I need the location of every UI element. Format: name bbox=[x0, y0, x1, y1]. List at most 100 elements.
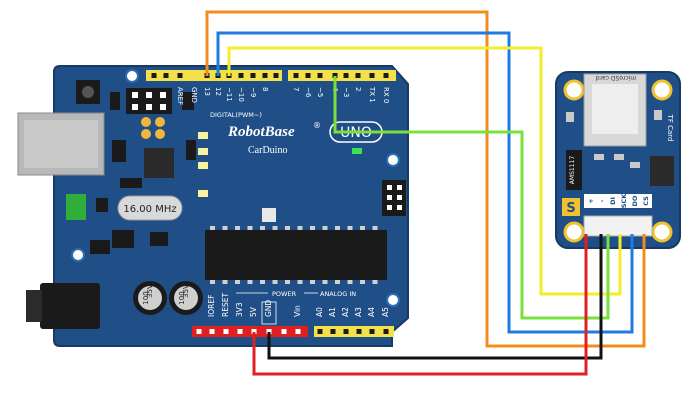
module-hole bbox=[563, 221, 585, 243]
header-hole bbox=[369, 329, 375, 334]
chip-pin bbox=[247, 280, 253, 284]
chip-pin bbox=[222, 280, 228, 284]
chip-pin bbox=[210, 226, 215, 230]
wire-blue bbox=[216, 31, 634, 334]
module-hole bbox=[651, 221, 673, 243]
module-hole bbox=[651, 79, 673, 101]
module-connector bbox=[583, 215, 653, 237]
module-hole bbox=[563, 79, 585, 101]
analog-header bbox=[314, 326, 394, 337]
digital-header-right bbox=[288, 70, 396, 81]
crystal bbox=[117, 195, 183, 221]
brand-name: RobotBase bbox=[227, 124, 295, 140]
header-hole bbox=[330, 329, 336, 334]
digital-pin-label: ~10 bbox=[237, 87, 245, 102]
analog-pin-label: A0 bbox=[315, 307, 324, 317]
header-hole bbox=[317, 329, 323, 334]
digital-pin-label: AREF bbox=[176, 87, 184, 105]
module-pin-label: CS bbox=[642, 196, 650, 206]
module-logo bbox=[562, 198, 580, 216]
power-pin-label: RESET bbox=[221, 293, 230, 317]
power-pin-label: GND bbox=[264, 300, 273, 317]
header-hole bbox=[238, 73, 244, 78]
status-leds bbox=[198, 132, 208, 197]
chip-pin bbox=[247, 226, 253, 230]
module-logo-letter: S bbox=[566, 201, 575, 216]
module-pin-label: DO bbox=[631, 195, 639, 206]
reset-button-cap bbox=[82, 86, 94, 98]
power-header-holes bbox=[196, 329, 301, 334]
header-hole bbox=[251, 329, 257, 334]
arduino-board: 16.00 MHz 100 35V 100 35V bbox=[17, 65, 409, 347]
chip-pin bbox=[322, 226, 328, 230]
digital-pin-label: 12 bbox=[214, 87, 222, 96]
level-shifter-chip bbox=[650, 156, 674, 186]
wire-red bbox=[252, 234, 588, 376]
chip-pin bbox=[272, 226, 278, 230]
chip-pin bbox=[347, 226, 353, 230]
wire-orange bbox=[205, 10, 646, 348]
header-hole bbox=[163, 73, 169, 78]
wire-black bbox=[267, 234, 603, 360]
digital-pin-label: ~5 bbox=[316, 87, 324, 97]
wire-green bbox=[333, 76, 610, 320]
module-pin-label: + bbox=[587, 198, 595, 203]
card-slot-window bbox=[592, 84, 638, 134]
header-hole bbox=[266, 329, 272, 334]
header-hole bbox=[343, 73, 349, 78]
chip-pin bbox=[297, 280, 303, 284]
brand-registered: ® bbox=[313, 121, 321, 130]
mounting-hole bbox=[386, 293, 400, 307]
chip-pin bbox=[322, 280, 328, 284]
digital-pin-label: ~11 bbox=[225, 87, 233, 102]
solder-pads bbox=[141, 117, 165, 139]
chip-pin bbox=[235, 280, 240, 284]
wire-yellow bbox=[227, 46, 622, 296]
crystal-label: 16.00 MHz bbox=[123, 204, 176, 215]
chip-pin bbox=[260, 226, 265, 230]
header-hole bbox=[305, 73, 311, 78]
analog-header-holes bbox=[317, 329, 389, 334]
power-led bbox=[352, 148, 362, 154]
chip-pin bbox=[335, 280, 340, 284]
digital-pin-label: 8 bbox=[261, 87, 269, 91]
capacitor-value: 100 bbox=[142, 291, 150, 304]
regulator-chip bbox=[566, 150, 582, 190]
icsp-header-1 bbox=[126, 88, 172, 114]
header-hole bbox=[151, 73, 157, 78]
power-pin-label: 5V bbox=[249, 306, 258, 317]
green-component bbox=[66, 194, 86, 220]
header-hole bbox=[343, 329, 349, 334]
mounting-hole bbox=[386, 153, 400, 167]
chip-pin bbox=[310, 226, 315, 230]
module-pin-label: SCK bbox=[620, 193, 628, 208]
chip-pin bbox=[297, 226, 303, 230]
capacitor-value: 100 bbox=[178, 291, 186, 304]
chip-pin bbox=[285, 226, 290, 230]
header-hole bbox=[332, 73, 338, 78]
power-header-label: POWER bbox=[272, 290, 297, 298]
digital-pin-label: GND bbox=[190, 87, 198, 103]
analog-pin-label: A4 bbox=[367, 307, 376, 317]
card-label: microSD card bbox=[596, 74, 636, 81]
header-hole bbox=[250, 73, 256, 78]
chip-pin bbox=[347, 280, 353, 284]
header-hole bbox=[355, 73, 361, 78]
header-hole bbox=[177, 73, 183, 78]
power-pin-label: Vin bbox=[293, 305, 302, 317]
header-hole bbox=[383, 329, 389, 334]
chip-pin bbox=[360, 226, 365, 230]
chip-pin bbox=[372, 280, 378, 284]
header-hole bbox=[383, 73, 389, 78]
mounting-hole bbox=[125, 69, 139, 83]
header-hole bbox=[273, 73, 279, 78]
capacitor-voltage: 35V bbox=[146, 284, 154, 298]
capacitor-1: 100 35V bbox=[133, 281, 167, 315]
capacitor-2: 100 35V bbox=[169, 281, 203, 315]
module-pin-label: - bbox=[598, 199, 606, 202]
analog-pin-label: A3 bbox=[354, 307, 363, 317]
digital-pin-label: RX 0 bbox=[382, 87, 390, 103]
digital-header-left bbox=[146, 70, 282, 81]
